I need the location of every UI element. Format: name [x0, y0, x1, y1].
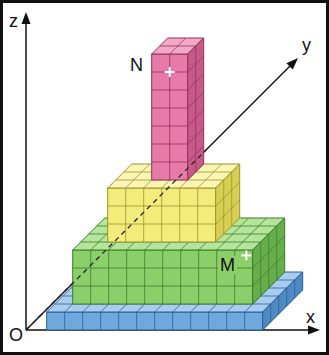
side-face [188, 38, 204, 180]
cube-edge [108, 206, 216, 207]
cube-edge [169, 54, 170, 180]
point-cross [245, 250, 247, 260]
cube-edge [162, 250, 163, 304]
cube-edge [152, 144, 188, 145]
cube-edge [226, 312, 227, 330]
cube-edge [190, 312, 191, 330]
arrowhead [308, 326, 320, 335]
cube-edge [136, 312, 137, 330]
y-axis-hidden-part [26, 150, 206, 330]
cube-edge [64, 312, 65, 330]
cube-edge [90, 250, 91, 304]
cube-edge [100, 312, 101, 330]
cube-edge [152, 90, 188, 91]
z-axis [25, 22, 27, 330]
cube-edge [223, 180, 224, 234]
cube-edge [172, 312, 173, 330]
cube-edge [152, 108, 188, 109]
point-label: N [128, 56, 145, 74]
cube-edge [73, 286, 253, 287]
cube-edge [260, 242, 261, 296]
origin-label: O [7, 326, 25, 344]
cube-edge [244, 312, 245, 330]
cube-edge [108, 224, 216, 225]
side-face [216, 164, 240, 242]
cube-edge [195, 46, 196, 172]
cube-edge [160, 46, 196, 47]
cube-edge [216, 182, 240, 206]
cube-edge [197, 188, 198, 242]
cube-edge [276, 226, 277, 280]
cube-layers [47, 38, 303, 330]
cube-edge [144, 250, 145, 304]
cube-edge [126, 164, 150, 188]
axis-label: x [304, 308, 317, 326]
point-cross [169, 67, 171, 77]
cube-edge [126, 250, 127, 304]
cube-edge [278, 296, 279, 314]
cube-edge [161, 188, 162, 242]
tower [152, 38, 204, 180]
side-face [253, 218, 285, 304]
cube-edge [125, 188, 126, 242]
overlay [26, 67, 251, 330]
axis-label: y [300, 36, 313, 54]
cube-edge [208, 312, 209, 330]
point-label: M [218, 256, 237, 274]
cube-edge [268, 234, 269, 288]
cube-edge [82, 312, 83, 330]
cube-edge [180, 250, 181, 304]
front-face [73, 250, 253, 304]
cube-edge [270, 304, 271, 322]
cube-edge [198, 164, 222, 188]
arrowhead [286, 58, 298, 70]
cube-edge [108, 250, 109, 304]
cube-edge [179, 188, 180, 242]
cube-edge [143, 188, 144, 242]
cube-edge [286, 288, 287, 306]
axes [22, 12, 321, 335]
arrowhead [22, 12, 31, 24]
cube-edge [231, 172, 232, 226]
axis-label: z [7, 12, 20, 30]
cube-edge [294, 280, 295, 298]
cube-edge [198, 250, 199, 304]
front-face [47, 312, 263, 330]
front-face [108, 188, 216, 242]
cube-edge [152, 126, 188, 127]
front-face [152, 54, 188, 180]
cube-edge [118, 312, 119, 330]
cube-edge [216, 200, 240, 224]
cube-edge [152, 162, 188, 163]
cube-edge [154, 312, 155, 330]
